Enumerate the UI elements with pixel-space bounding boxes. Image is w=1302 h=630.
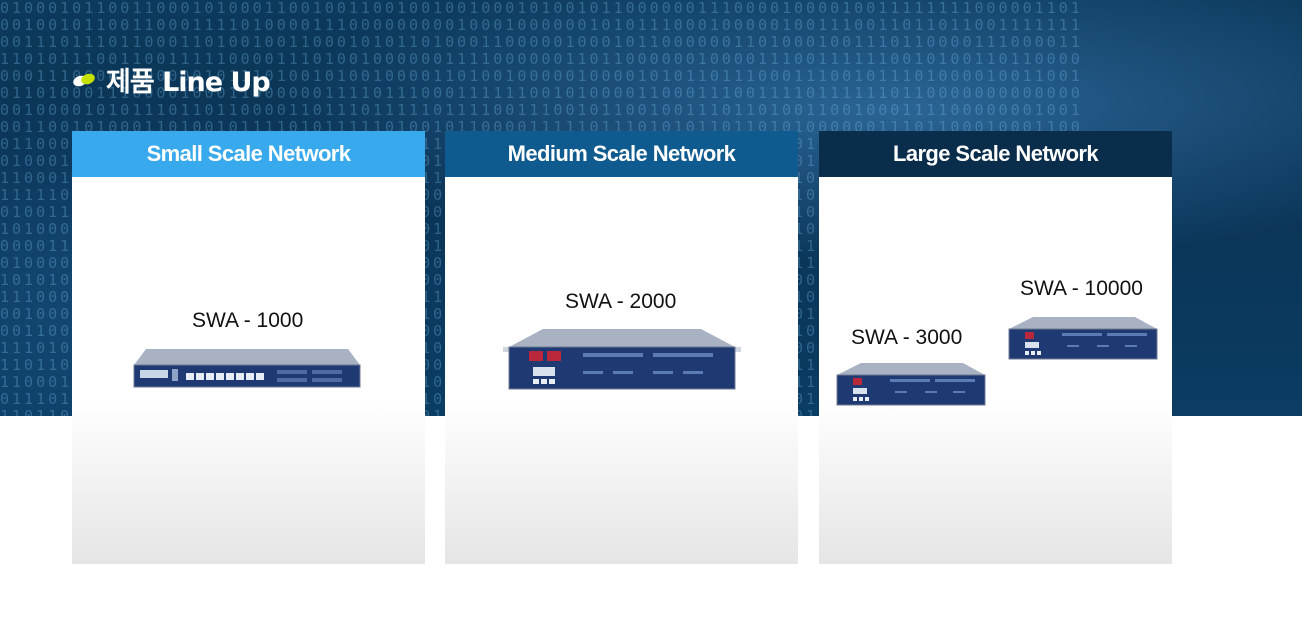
product-model-label: SWA - 1000 (192, 309, 304, 332)
category-header: Small Scale Network (72, 131, 425, 177)
category-card-large[interactable]: Large Scale Network SWA - 3000 SWA - 100… (819, 131, 1172, 564)
category-card-medium[interactable]: Medium Scale Network SWA - 2000 (445, 131, 798, 564)
product-model-label: SWA - 10000 (1020, 277, 1143, 300)
hero-background: 0100010110011000101000110010011001001001… (0, 0, 1302, 416)
rack-appliance-2u-icon[interactable] (1007, 317, 1159, 361)
category-header: Large Scale Network (819, 131, 1172, 177)
binary-pattern-background: 0100010110011000101000110010011001001001… (0, 0, 1083, 416)
category-header: Medium Scale Network (445, 131, 798, 177)
page-title: 제품 Line Up (106, 67, 271, 98)
product-model-label: SWA - 2000 (565, 290, 677, 313)
page-header: 제품 Line Up (72, 60, 271, 99)
rack-appliance-2u-icon[interactable] (503, 329, 741, 393)
category-card-small[interactable]: Small Scale Network SWA - 1000 (72, 131, 425, 564)
product-model-label: SWA - 3000 (851, 326, 963, 349)
rack-appliance-2u-icon[interactable] (835, 363, 987, 407)
rack-appliance-1u-icon[interactable] (132, 349, 362, 391)
leaf-bullet-icon (73, 73, 95, 86)
